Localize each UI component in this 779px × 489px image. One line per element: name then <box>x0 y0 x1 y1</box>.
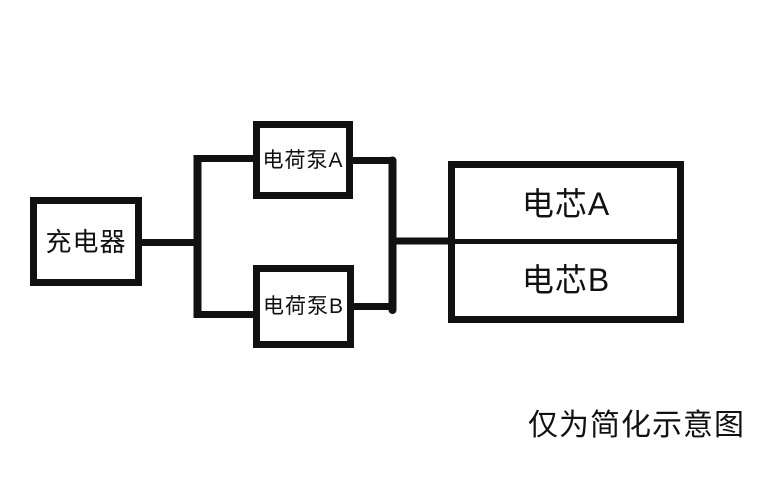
node-charge-pump-a-label: 电荷泵A <box>262 148 344 172</box>
node-charger-label: 充电器 <box>45 226 127 257</box>
node-cell-a-label: 电芯A <box>521 185 611 222</box>
node-charge-pump-b: 电荷泵B <box>253 265 354 348</box>
node-cell-b: 电芯B <box>455 244 677 316</box>
node-cell-a: 电芯A <box>455 168 677 239</box>
cell-divider-line <box>455 239 677 244</box>
node-battery-pack: 电芯A 电芯B <box>448 161 684 323</box>
node-cell-b-label: 电芯B <box>521 262 611 298</box>
node-charger: 充电器 <box>30 197 142 286</box>
note-caption: 仅为简化示意图 <box>528 409 745 442</box>
node-charge-pump-a: 电荷泵A <box>253 121 353 199</box>
node-charge-pump-b-label: 电荷泵B <box>262 295 344 318</box>
